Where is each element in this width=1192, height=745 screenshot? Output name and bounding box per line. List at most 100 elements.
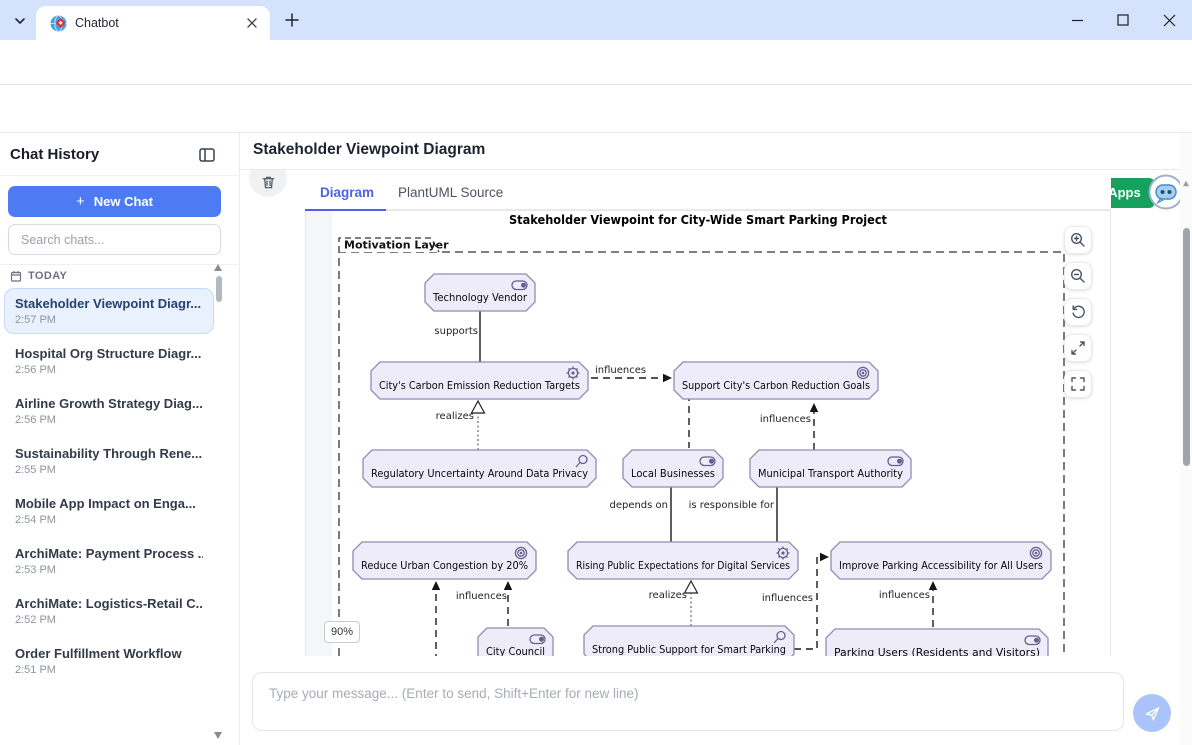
motivation-layer-border: [338, 251, 1065, 656]
sidebar-scrollbar[interactable]: [216, 276, 222, 302]
chat-item-time: 2:51 PM: [15, 664, 56, 676]
fullscreen-button[interactable]: [1064, 370, 1092, 398]
chat-history-item[interactable]: Order Fulfillment Workflow 2:51 PM: [4, 638, 214, 684]
motivation-layer-tab: [338, 237, 440, 253]
chat-item-title: Airline Growth Strategy Diag...: [15, 396, 203, 411]
search-chats-input[interactable]: [8, 224, 221, 255]
chat-history-item[interactable]: Sustainability Through Rene...2:55 PM: [4, 438, 214, 484]
diagram-node: Local Businesses: [622, 449, 724, 488]
chat-history-item[interactable]: Hospital Org Structure Diagr... 2:56 PM: [4, 338, 214, 384]
expand-arrows-icon: [1071, 341, 1085, 355]
node-label: City's Carbon Emission Reduction Targets: [379, 380, 580, 392]
new-chat-button[interactable]: + New Chat: [8, 186, 221, 217]
chat-history-item[interactable]: Airline Growth Strategy Diag... 2:56 PM: [4, 388, 214, 434]
chat-item-time: 2:56 PM: [15, 364, 56, 376]
diagram-tabs: Diagram PlantUML Source: [305, 178, 1111, 211]
calendar-icon: [10, 271, 22, 282]
chat-item-title: Hospital Org Structure Diagr...: [15, 346, 202, 361]
diagram-node: Parking Users (Residents and Visitors): [825, 628, 1049, 656]
chat-item-time: 2:54 PM: [15, 514, 56, 526]
tab-title: Chatbot: [75, 16, 119, 30]
browser-toolbar: ai-toolbox.visual-paradigm.com/app/chatb…: [0, 40, 1192, 119]
fullscreen-corners-icon: [1071, 377, 1085, 391]
edge-label: influences: [760, 414, 811, 425]
zoom-level-badge: 90%: [324, 621, 360, 643]
node-label: Regulatory Uncertainty Around Data Priva…: [371, 468, 588, 480]
message-input[interactable]: [252, 672, 1124, 731]
chat-item-time: 2:56 PM: [15, 414, 56, 426]
minimize-button[interactable]: [1054, 0, 1100, 40]
node-label: Municipal Transport Authority: [758, 468, 903, 480]
main-scrollbar[interactable]: [1180, 133, 1192, 745]
diagram-title: Stakeholder Viewpoint for City-Wide Smar…: [509, 213, 887, 227]
reset-rotate-icon: [1072, 305, 1085, 319]
close-icon: [247, 18, 257, 28]
browser-tab-chatbot[interactable]: Chatbot: [36, 6, 270, 40]
sidebar-scroll-down[interactable]: [213, 731, 223, 740]
chat-item-title: ArchiMate: Logistics-Retail C...: [15, 596, 203, 611]
edge-label: realizes: [649, 590, 687, 601]
tab-close-button[interactable]: [244, 15, 260, 31]
chat-item-time: 2:55 PM: [15, 464, 56, 476]
plus-icon: +: [76, 193, 85, 210]
close-window-button[interactable]: [1146, 0, 1192, 40]
chat-item-time: 2:57 PM: [15, 314, 56, 326]
chat-history-item[interactable]: Stakeholder Viewpoint Diagr...2:57 PM: [4, 288, 214, 334]
plus-icon: [285, 13, 299, 27]
chevron-down-icon: [15, 18, 25, 25]
diagram-edge: [794, 556, 827, 650]
chat-item-time: 2:52 PM: [15, 614, 56, 626]
close-icon: [1163, 14, 1175, 26]
tab-search-chevron-button[interactable]: [8, 9, 32, 33]
edge-label: supports: [434, 326, 478, 337]
node-label: Technology Vendor: [432, 292, 528, 304]
collapse-sidebar-button[interactable]: [198, 146, 216, 164]
send-button[interactable]: [1133, 694, 1171, 732]
reset-view-button[interactable]: [1064, 298, 1092, 326]
zoom-in-button[interactable]: [1064, 226, 1092, 254]
app-header: Chatbot Powered by Visual Paradigm More …: [0, 85, 1192, 210]
send-plane-icon: [1145, 706, 1159, 720]
node-label: Rising Public Expectations for Digital S…: [576, 560, 790, 572]
scrollbar-thumb[interactable]: [1182, 228, 1190, 466]
new-tab-button[interactable]: [281, 9, 303, 31]
sidebar-scroll-up[interactable]: [213, 263, 223, 272]
fit-expand-button[interactable]: [1064, 334, 1092, 362]
chat-item-title: Order Fulfillment Workflow: [15, 646, 182, 661]
node-label: Reduce Urban Congestion by 20%: [361, 560, 528, 572]
tab-diagram[interactable]: Diagram: [320, 185, 375, 200]
page-title: Stakeholder Viewpoint Diagram: [253, 141, 486, 158]
node-label: Local Businesses: [631, 468, 715, 480]
section-today: TODAY: [10, 270, 67, 282]
conversation-titlebar: Stakeholder Viewpoint Diagram: [240, 133, 1180, 170]
chat-history-sidebar: Chat History + New Chat TODAY Stakeholde…: [0, 133, 240, 745]
browser-tabstrip: Chatbot: [0, 0, 1192, 40]
node-label: Improve Parking Accessibility for All Us…: [839, 560, 1043, 572]
chat-history-item[interactable]: ArchiMate: Logistics-Retail C... 2:52 PM: [4, 588, 214, 634]
diagram-node: Support City's Carbon Reduction Goals: [673, 361, 879, 400]
node-label: Parking Users (Residents and Visitors): [834, 647, 1040, 656]
divider: [0, 264, 240, 265]
motivation-layer-label: Motivation Layer: [344, 239, 449, 252]
canvas-gutter: [306, 211, 332, 656]
window-controls: [1054, 0, 1192, 40]
node-label: Strong Public Support for Smart Parking: [592, 644, 786, 656]
zoom-out-button[interactable]: [1064, 262, 1092, 290]
diagram-node: Improve Parking Accessibility for All Us…: [830, 541, 1052, 580]
vp-favicon: [50, 14, 67, 32]
chat-history-item[interactable]: ArchiMate: Payment Process ...2:53 PM: [4, 538, 214, 584]
tab-plantuml-source[interactable]: PlantUML Source: [398, 185, 504, 200]
diagram-node: City's Carbon Emission Reduction Targets: [370, 361, 589, 400]
maximize-button[interactable]: [1100, 0, 1146, 40]
diagram-node: Rising Public Expectations for Digital S…: [567, 541, 799, 580]
diagram-node: Municipal Transport Authority: [749, 449, 912, 488]
message-composer: [240, 656, 1192, 745]
diagram-node: Reduce Urban Congestion by 20%: [352, 541, 537, 580]
scroll-up-arrow[interactable]: [1182, 180, 1190, 187]
sidebar-title: Chat History: [10, 146, 100, 163]
edge-label: influences: [762, 593, 813, 604]
chat-history-item[interactable]: Mobile App Impact on Enga...2:54 PM: [4, 488, 214, 534]
edge-label: influences: [595, 365, 646, 376]
edge-label: depends on: [609, 500, 668, 511]
